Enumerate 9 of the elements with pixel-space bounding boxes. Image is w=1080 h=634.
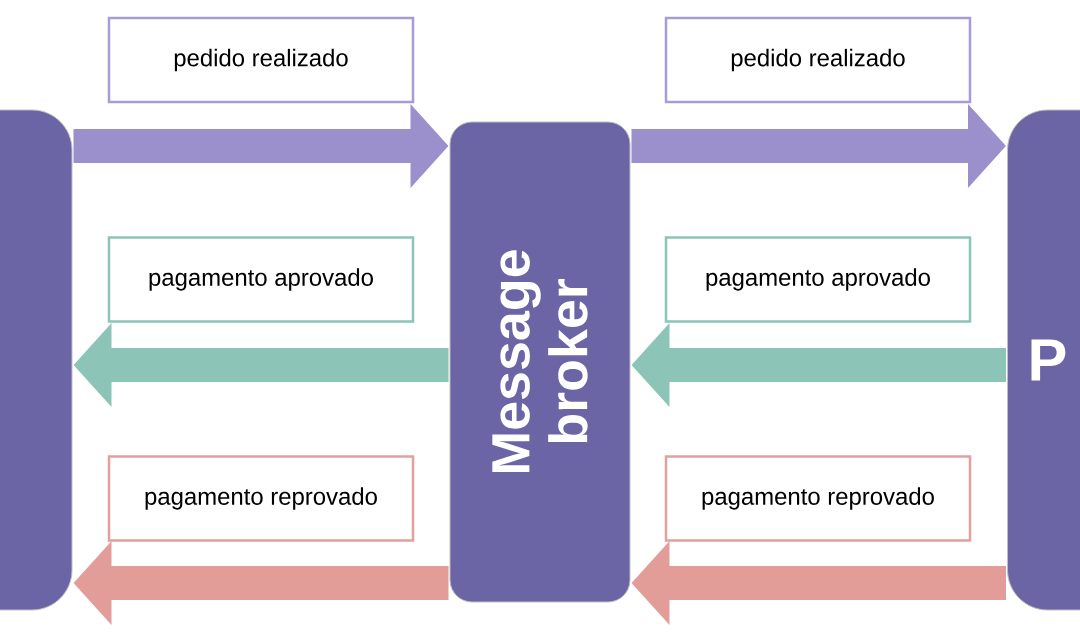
event-box: pagamento reprovado xyxy=(664,455,972,542)
service-box: P xyxy=(1007,109,1080,611)
service-box xyxy=(0,109,73,611)
event-box: pagamento aprovado xyxy=(107,236,415,323)
event-box: pagamento reprovado xyxy=(107,455,415,542)
event-box: pedido realizado xyxy=(107,16,415,104)
event-box: pagamento aprovado xyxy=(664,236,972,323)
broker-box: Message broker xyxy=(449,121,631,603)
event-box: pedido realizado xyxy=(664,16,972,104)
